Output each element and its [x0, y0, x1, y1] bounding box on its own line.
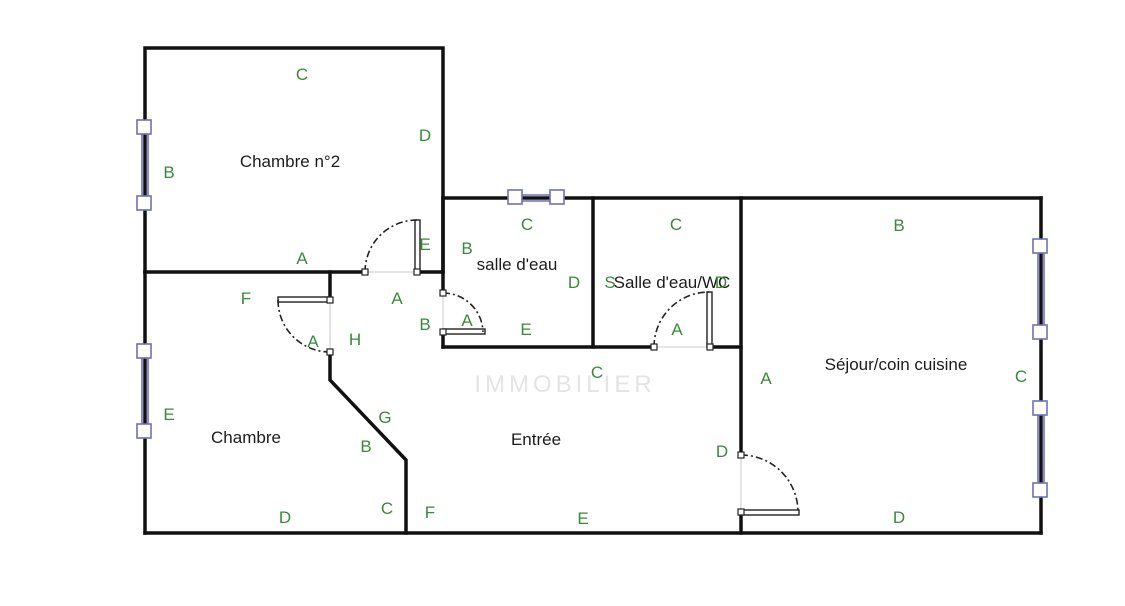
wall-chambre-diagonal — [328, 350, 408, 535]
wall-letter: B — [163, 163, 174, 182]
door-chambre-2 — [361, 219, 421, 276]
door-chambre — [277, 296, 334, 356]
wall-letter: C — [296, 65, 308, 84]
room-label-sejour: Séjour/coin cuisine — [825, 355, 968, 374]
wall-letter: A — [760, 369, 772, 388]
wall-letter: B — [360, 437, 371, 456]
window-chambre-2 — [136, 119, 152, 211]
wall-letter: A — [461, 311, 473, 330]
wall-letter: B — [419, 315, 430, 334]
wall-letter: D — [893, 508, 905, 527]
wall-letter: B — [461, 239, 472, 258]
wall-letter: A — [671, 320, 683, 339]
wall-letter: D — [279, 508, 291, 527]
wall-letters: C D B A E B C D C S D B F A A B A E A H … — [163, 65, 1027, 528]
window-salle-eau — [507, 189, 565, 205]
room-label-salle-eau-wc: Salle d'eau/WC — [614, 273, 731, 292]
door-salle-eau — [439, 289, 486, 336]
room-label-chambre-2: Chambre n°2 — [240, 152, 340, 171]
wall-letter: S — [604, 273, 615, 292]
wall-letter: E — [520, 320, 531, 339]
door-salle-eau-wc — [650, 291, 714, 351]
window-sejour-bottom — [1032, 400, 1048, 498]
door-sejour — [737, 451, 800, 516]
room-label-entree: Entrée — [511, 430, 561, 449]
wall-chambre-2 — [143, 46, 445, 274]
wall-letter: A — [391, 289, 403, 308]
wall-letter: F — [241, 289, 251, 308]
wall-letter: E — [163, 405, 174, 424]
wall-letter: D — [419, 126, 431, 145]
wall-letter: C — [521, 215, 533, 234]
wall-letter: B — [893, 216, 904, 235]
wall-letter: C — [670, 215, 682, 234]
wall-letter: D — [568, 273, 580, 292]
wall-letter: A — [307, 332, 319, 351]
room-label-chambre: Chambre — [211, 428, 281, 447]
room-label-salle-eau: salle d'eau — [477, 255, 558, 274]
wall-letter: F — [425, 503, 435, 522]
wall-letter: G — [378, 408, 391, 427]
window-chambre — [136, 343, 152, 439]
wall-letter: E — [577, 509, 588, 528]
wall-letter: C — [381, 499, 393, 518]
wall-letter: C — [591, 363, 603, 382]
walls — [143, 46, 1043, 535]
window-sejour-top — [1032, 238, 1048, 340]
wall-letter: E — [419, 235, 430, 254]
wall-letter: A — [296, 249, 308, 268]
watermark: IMMOBILIER — [474, 371, 655, 398]
wall-letter: H — [349, 330, 361, 349]
wall-letter: D — [715, 273, 727, 292]
wall-letter: C — [1015, 367, 1027, 386]
wall-letter: D — [716, 442, 728, 461]
